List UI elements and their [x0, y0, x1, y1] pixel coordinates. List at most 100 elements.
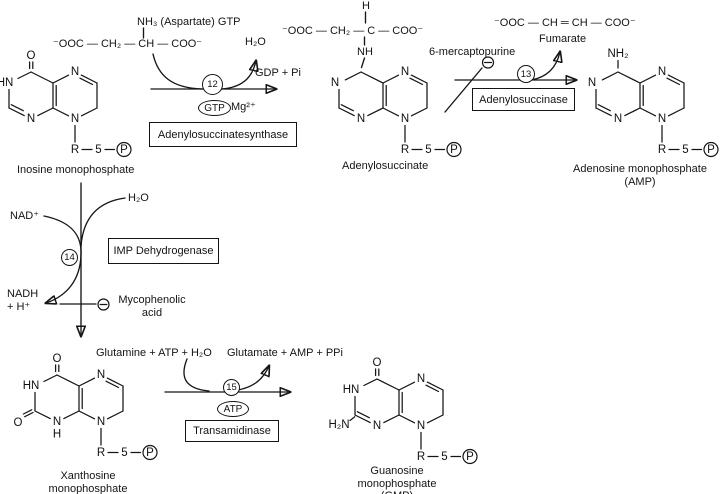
nadh-label: NADH + H⁺ [7, 288, 38, 313]
water-label-14: H₂O [128, 192, 149, 204]
hn-atom: HN [23, 380, 40, 392]
amine-group: H₂N [329, 419, 350, 431]
ribose-r: R [417, 451, 425, 463]
phosphate-circle-icon [446, 141, 462, 158]
step-13-badge: 13 [517, 65, 535, 83]
imp-structure: O HN N N N R 5 P [0, 50, 132, 158]
adenylosuccinase-box: Adenylosuccinase [472, 88, 575, 111]
nh-to-ring-bond [360, 57, 366, 69]
n-atom: N [614, 113, 622, 125]
amp-name-line1: Adenosine monophosphate [573, 163, 707, 175]
ribose-r: R [401, 144, 409, 156]
reaction-12-substrate-curve [152, 53, 203, 90]
gtp-cofactor-oval: GTP [198, 100, 231, 116]
n-atom: N [658, 113, 666, 125]
n-atom: N [401, 113, 409, 125]
adenylosuccinate-chain-bonds [360, 11, 367, 69]
phosphate-circle-icon [142, 444, 158, 461]
fumarate-label: Fumarate [539, 33, 587, 45]
gmp-structure: O HN H₂N N N N R 5 P [329, 357, 478, 465]
adenylosuccinate-synthase-box: Adenylosuccinatesynthase [149, 122, 297, 147]
n-atom: N [357, 113, 365, 125]
phosphate-p: P [450, 144, 458, 156]
n-atom: N [588, 77, 596, 89]
n-atom: N [27, 113, 35, 125]
water-entry-curve [80, 197, 126, 247]
oxygen-atom: O [27, 50, 36, 62]
n-atom: N [97, 369, 105, 381]
ribose-r: R [658, 144, 666, 156]
n-atom: N [401, 66, 409, 78]
n-atom: N [658, 66, 666, 78]
nadh-line2: + H⁺ [7, 300, 31, 313]
n-atom: N [97, 416, 105, 428]
ribose-r: R [71, 144, 79, 156]
n-atom: N [53, 416, 61, 428]
ribose-c5: 5 [441, 451, 447, 463]
nad-nadh-curve [44, 215, 82, 303]
water-label: H₂O [245, 36, 266, 48]
n-atom: N [331, 77, 339, 89]
ribose-r: R [97, 447, 105, 459]
h-atom: H [53, 429, 61, 441]
glutamate-products-label: Glutamate + AMP + PPi [227, 347, 343, 359]
oxygen-atom: O [373, 357, 382, 369]
ribose-c5: 5 [95, 144, 101, 156]
phosphate-p: P [120, 144, 128, 156]
phosphate-p: P [466, 451, 474, 463]
adenylosuccinate-name: Adenylosuccinate [342, 160, 429, 172]
atp-cofactor-oval: ATP [217, 401, 249, 417]
phosphate-p: P [707, 144, 715, 156]
adenylosuccinate-structure: N N N N R 5 P [331, 66, 462, 158]
phosphate-circle-icon [462, 448, 478, 465]
adenylosuccinate-nh: NH [357, 46, 373, 58]
imp-name: Inosine monophosphate [17, 164, 135, 176]
ribose-c5: 5 [425, 144, 431, 156]
oxygen-atom: O [14, 417, 23, 429]
ribose-c5: 5 [682, 144, 688, 156]
reaction-12-product-curve [221, 61, 256, 90]
amp-name: Adenosine monophosphate (AMP) [572, 163, 708, 188]
nadh-line1: NADH [7, 288, 39, 300]
hn-atom: HN [0, 77, 13, 89]
step-15-badge: 15 [223, 379, 240, 396]
n-atom: N [373, 420, 381, 432]
gdp-pi-label: GDP + Pi [255, 67, 301, 79]
phosphate-p: P [146, 447, 154, 459]
step-14-badge: 14 [61, 249, 78, 266]
n-atom: N [71, 66, 79, 78]
magnesium-label: Mg²⁺ [231, 101, 256, 113]
mercaptopurine-inhibition-line [444, 67, 483, 113]
gmp-name: Guanosine monophosphate (GMP) [330, 465, 464, 494]
n-atom: N [417, 420, 425, 432]
gmp-name-line1: Guanosine monophosphate [357, 465, 437, 490]
gmp-name-line2: (GMP) [330, 490, 464, 494]
aspartate-formula: ⁻OOC — CH₂ — CH — COO⁻ [53, 38, 203, 50]
adenylosuccinate-formula: ⁻OOC — CH₂ — C — COO⁻ [282, 25, 424, 37]
ribose-c5: 5 [121, 447, 127, 459]
reaction-14-arrows [44, 182, 126, 336]
imp-dehydrogenase-box: IMP Dehydrogenase [108, 238, 219, 264]
amine-group: NH₂ [607, 48, 628, 60]
hn-atom: HN [343, 384, 360, 396]
step-12-badge: 12 [202, 74, 223, 95]
n-atom: N [417, 373, 425, 385]
glutamine-substrates-label: Glutamine + ATP + H₂O [96, 347, 212, 359]
reaction-13-arrows [444, 52, 576, 113]
phosphate-circle-icon [116, 141, 132, 158]
xmp-structure: O HN O N H N N R 5 P [14, 353, 158, 461]
nad-label: NAD⁺ [10, 210, 40, 222]
xmp-name-line1: Xanthosine monophosphate [48, 470, 128, 494]
n-atom: N [71, 113, 79, 125]
mercaptopurine-label: 6-mercaptopurine [429, 46, 516, 58]
reaction-15-substrate-curve [183, 358, 210, 392]
transamidinase-box: Transamidinase [185, 420, 279, 442]
mycophenolic-line1: Mycophenolic [118, 294, 186, 306]
mycophenolic-line2: acid [141, 306, 163, 319]
reaction-13-product-curve [530, 52, 560, 81]
amp-name-line2: (AMP) [624, 175, 656, 188]
fumarate-formula: ⁻OOC — CH ═ CH — COO⁻ [494, 17, 636, 29]
oxygen-atom: O [53, 353, 62, 365]
